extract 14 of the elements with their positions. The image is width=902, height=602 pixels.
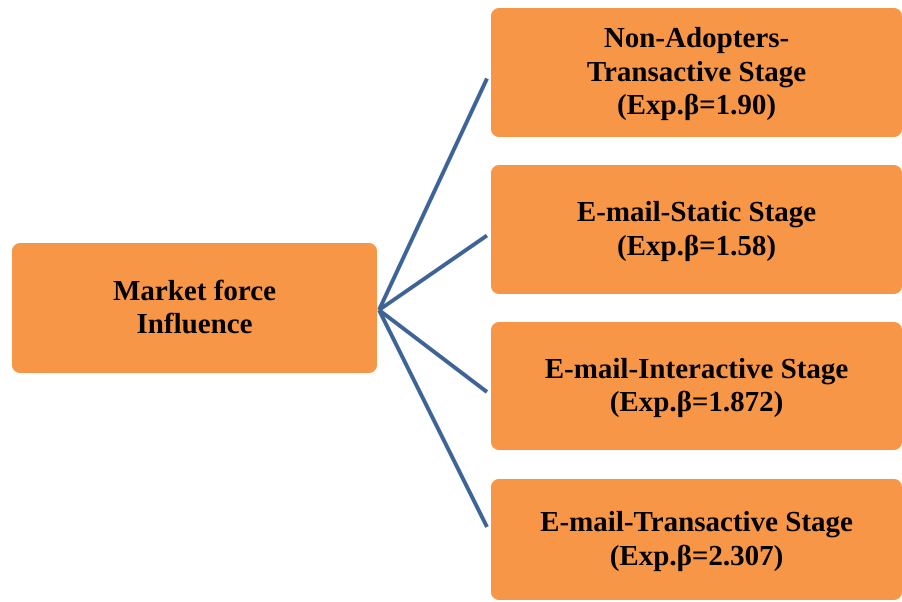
box-label: E-mail-Interactive Stage (Exp.β=1.872)	[544, 352, 850, 420]
connector-line	[377, 78, 489, 311]
box-label: Market force Influence	[112, 274, 277, 342]
stage-box	[491, 8, 902, 137]
connector-line	[378, 308, 488, 394]
box-label: E-mail-Transactive Stage (Exp.β=2.307)	[539, 506, 854, 573]
connector-line	[378, 234, 488, 312]
box-label: Non-Adopters-Transactive Stage (Exp.β=1.90)	[586, 22, 808, 123]
stage-box	[491, 165, 902, 294]
box-label: E-mail-Static Stage (Exp.β=1.58)	[576, 196, 818, 263]
stage-box	[491, 479, 902, 600]
connector-line	[377, 309, 489, 528]
stage-box	[12, 243, 377, 373]
stage-box	[491, 322, 902, 450]
